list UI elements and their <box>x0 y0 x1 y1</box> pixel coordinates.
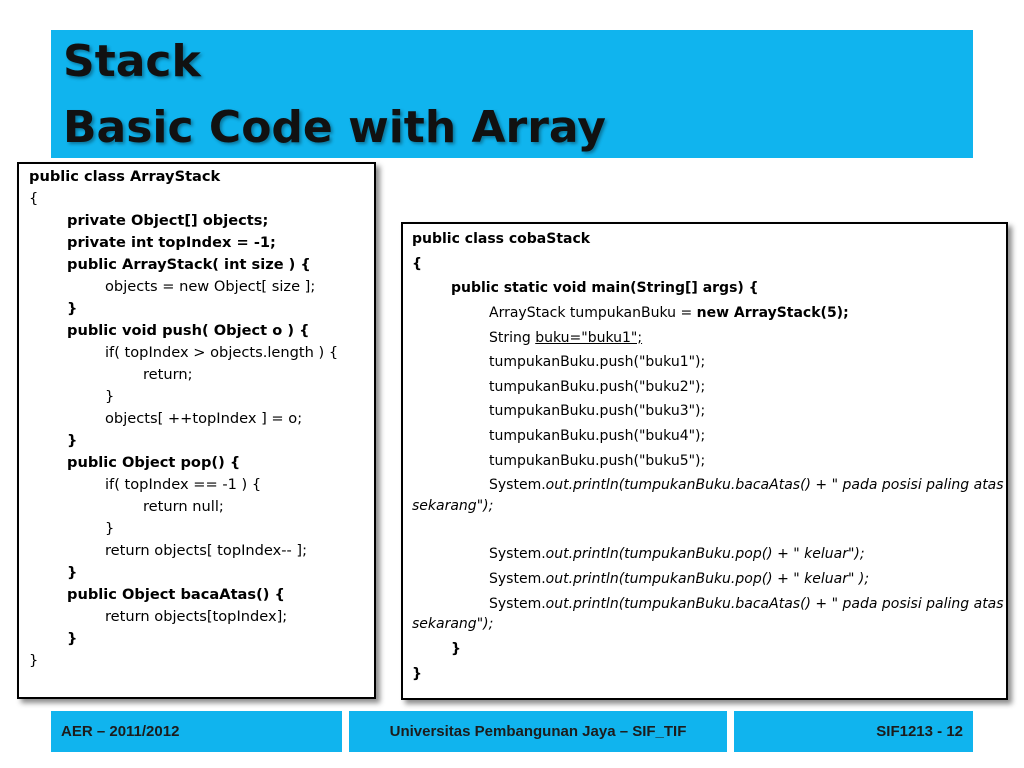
code-line: } <box>105 388 115 405</box>
code-line: objects[ ++topIndex ] = o; <box>105 410 303 427</box>
code-line: public static void main(String[] args) { <box>451 280 759 296</box>
code-line: if( topIndex > objects.length ) { <box>105 344 339 361</box>
code-line: public Object bacaAtas() { <box>67 586 285 603</box>
code-line: ArrayStack tumpukanBuku = new ArrayStack… <box>489 305 849 321</box>
code-line: return null; <box>143 498 224 515</box>
code-line: public class cobaStack <box>412 231 591 247</box>
footer-slide-number: SIF1213 - 12 <box>734 711 973 752</box>
code-line: if( topIndex == -1 ) { <box>105 476 262 493</box>
code-line: tumpukanBuku.push("buku4"); <box>489 428 706 444</box>
code-line: tumpukanBuku.push("buku2"); <box>489 379 706 395</box>
footer-institution: Universitas Pembangunan Jaya – SIF_TIF <box>349 711 727 752</box>
code-line: private int topIndex = -1; <box>67 234 276 251</box>
slide-subtitle: Basic Code with Array <box>63 102 606 153</box>
code-line: System.out.println(tumpukanBuku.bacaAtas… <box>489 477 1004 493</box>
code-line: } <box>29 652 39 669</box>
code-line: { <box>412 256 422 272</box>
code-line: sekarang"); <box>412 498 494 514</box>
code-line: public void push( Object o ) { <box>67 322 310 339</box>
code-line: sekarang"); <box>412 616 494 632</box>
code-line: tumpukanBuku.push("buku5"); <box>489 453 706 469</box>
arraystack-code-box: public class ArrayStack { private Object… <box>17 162 376 699</box>
code-line: tumpukanBuku.push("buku1"); <box>489 354 706 370</box>
code-line: } <box>412 666 422 682</box>
code-line: System.out.println(tumpukanBuku.bacaAtas… <box>489 596 1004 612</box>
code-line: } <box>67 300 78 317</box>
code-line: return; <box>143 366 193 383</box>
code-line: { <box>29 190 39 207</box>
code-line: String buku="buku1"; <box>489 330 643 346</box>
code-line: System.out.println(tumpukanBuku.pop() + … <box>489 546 865 562</box>
cobastack-code-box: public class cobaStack { public static v… <box>401 222 1008 700</box>
code-line: } <box>67 630 78 647</box>
code-line: return objects[topIndex]; <box>105 608 288 625</box>
title-banner <box>51 30 973 158</box>
code-line: } <box>105 520 115 537</box>
code-line: tumpukanBuku.push("buku3"); <box>489 403 706 419</box>
code-line: return objects[ topIndex-- ]; <box>105 542 308 559</box>
code-line: public class ArrayStack <box>29 168 221 185</box>
code-line: } <box>67 564 78 581</box>
code-line: public ArrayStack( int size ) { <box>67 256 311 273</box>
code-line: private Object[] objects; <box>67 212 269 229</box>
code-line: public Object pop() { <box>67 454 241 471</box>
code-line: } <box>67 432 78 449</box>
code-line: } <box>451 641 461 657</box>
code-line: System.out.println(tumpukanBuku.pop() + … <box>489 571 870 587</box>
slide-title: Stack <box>63 36 201 87</box>
code-line: objects = new Object[ size ]; <box>105 278 316 295</box>
footer-author-year: AER – 2011/2012 <box>51 711 342 752</box>
